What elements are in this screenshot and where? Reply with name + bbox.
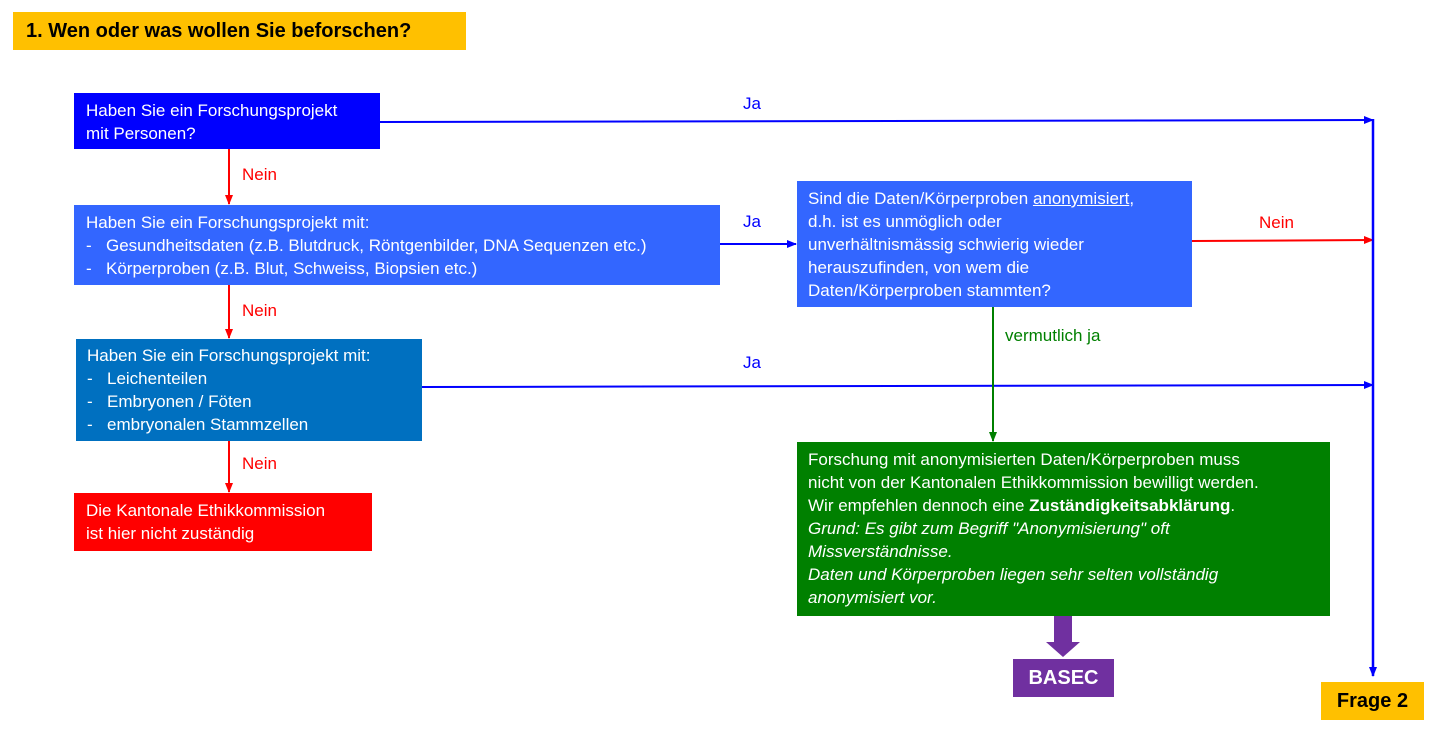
arrow-q1-ja (379, 116, 1374, 125)
question-text: Sind die Daten/Körperproben anonymisiert… (808, 189, 1135, 208)
bullet-item: -Leichenteilen (87, 369, 208, 388)
question-persons: Haben Sie ein Forschungsprojekt mit Pers… (74, 93, 380, 149)
question-text: Daten/Körperproben stammten? (808, 281, 1051, 300)
result-note: Daten und Körperproben liegen sehr selte… (808, 565, 1219, 584)
frage-2-node[interactable]: Frage 2 (1321, 682, 1424, 720)
result-note: Missverständnisse. (808, 542, 953, 561)
label-q2-nein: Nein (242, 301, 277, 320)
label-q2-ja: Ja (743, 212, 761, 231)
zustaendigkeitsabklaerung-term: Zuständigkeitsabklärung (1029, 496, 1231, 515)
result-text: nicht von der Kantonalen Ethikkommission… (808, 473, 1259, 492)
question-intro: Haben Sie ein Forschungsprojekt mit: (87, 346, 371, 365)
page-title: 1. Wen oder was wollen Sie beforschen? (13, 12, 466, 50)
label-q1-ja: Ja (743, 94, 761, 113)
question-text: mit Personen? (86, 124, 196, 143)
question-text: Haben Sie ein Forschungsprojekt (86, 101, 338, 120)
result-note: Grund: Es gibt zum Begriff "Anonymisieru… (808, 519, 1170, 538)
arrow-q4-nein (1191, 236, 1374, 245)
question-text: d.h. ist es unmöglich oder (808, 212, 1002, 231)
label-q1-nein: Nein (242, 165, 277, 184)
anonymisiert-term: anonymisiert (1032, 189, 1130, 208)
result-text: Wir empfehlen dennoch eine Zuständigkeit… (808, 496, 1236, 515)
question-anonymised: Sind die Daten/Körperproben anonymisiert… (797, 181, 1192, 307)
bullet-item: -embryonalen Stammzellen (87, 415, 309, 434)
bullet-item: -Körperproben (z.B. Blut, Schweiss, Biop… (86, 259, 478, 278)
block-arrow-basec (1046, 616, 1080, 657)
question-corpses-embryos: Haben Sie ein Forschungsprojekt mit: -Le… (76, 339, 422, 441)
result-text: Die Kantonale Ethikkommission (86, 501, 326, 520)
bullet-item: -Gesundheitsdaten (z.B. Blutdruck, Röntg… (86, 236, 647, 255)
result-text: ist hier nicht zuständig (86, 524, 255, 543)
result-not-responsible: Die Kantonale Ethikkommission ist hier n… (74, 493, 372, 551)
bullet-item: -Embryonen / Föten (87, 392, 252, 411)
question-health-data: Haben Sie ein Forschungsprojekt mit: -Ge… (74, 205, 720, 285)
label-q4-vermutlich-ja: vermutlich ja (1005, 326, 1101, 345)
label-q3-nein: Nein (242, 454, 277, 473)
question-intro: Haben Sie ein Forschungsprojekt mit: (86, 213, 370, 232)
basec-node[interactable]: BASEC (1013, 659, 1114, 697)
result-note: anonymisiert vor. (808, 588, 937, 607)
label-q3-ja: Ja (743, 353, 761, 372)
arrow-q3-ja (421, 381, 1374, 390)
question-text: unverhältnismässig schwierig wieder (808, 235, 1084, 254)
result-text: Forschung mit anonymisierten Daten/Körpe… (808, 450, 1240, 469)
label-q4-nein: Nein (1259, 213, 1294, 232)
result-anonymised-research: Forschung mit anonymisierten Daten/Körpe… (797, 442, 1330, 616)
question-text: herauszufinden, von wem die (808, 258, 1030, 277)
